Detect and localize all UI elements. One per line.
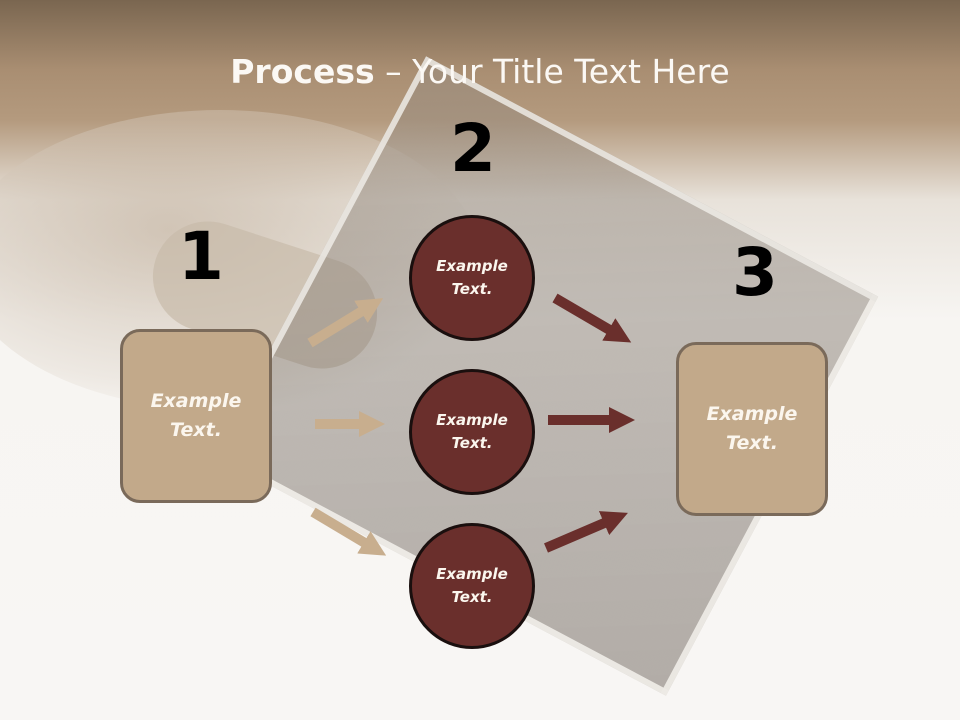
right-box-text: Example Text. <box>706 403 798 454</box>
circle-bottom-text: Example Text. <box>436 565 508 606</box>
circle-middle: Example Text. <box>409 369 535 495</box>
title-rest: – Your Title Text Here <box>374 52 730 91</box>
step-number-3: 3 <box>732 234 778 311</box>
step-number-2: 2 <box>450 110 496 187</box>
right-box: Example Text. <box>676 342 828 516</box>
title-bold: Process <box>230 52 375 91</box>
step-number-1: 1 <box>178 218 224 295</box>
slide-title: Process – Your Title Text Here <box>0 52 960 91</box>
arrow-bottom-to-right <box>544 511 628 553</box>
arrow-left-to-top <box>307 298 384 348</box>
circle-top-text: Example Text. <box>436 257 508 298</box>
left-box-text: Example Text. <box>150 390 242 441</box>
circle-bottom: Example Text. <box>409 523 535 649</box>
left-box: Example Text. <box>120 329 272 503</box>
circle-middle-text: Example Text. <box>436 411 508 452</box>
arrow-left-to-bottom <box>310 507 387 556</box>
arrow-top-to-right <box>552 293 632 343</box>
circle-top: Example Text. <box>409 215 535 341</box>
